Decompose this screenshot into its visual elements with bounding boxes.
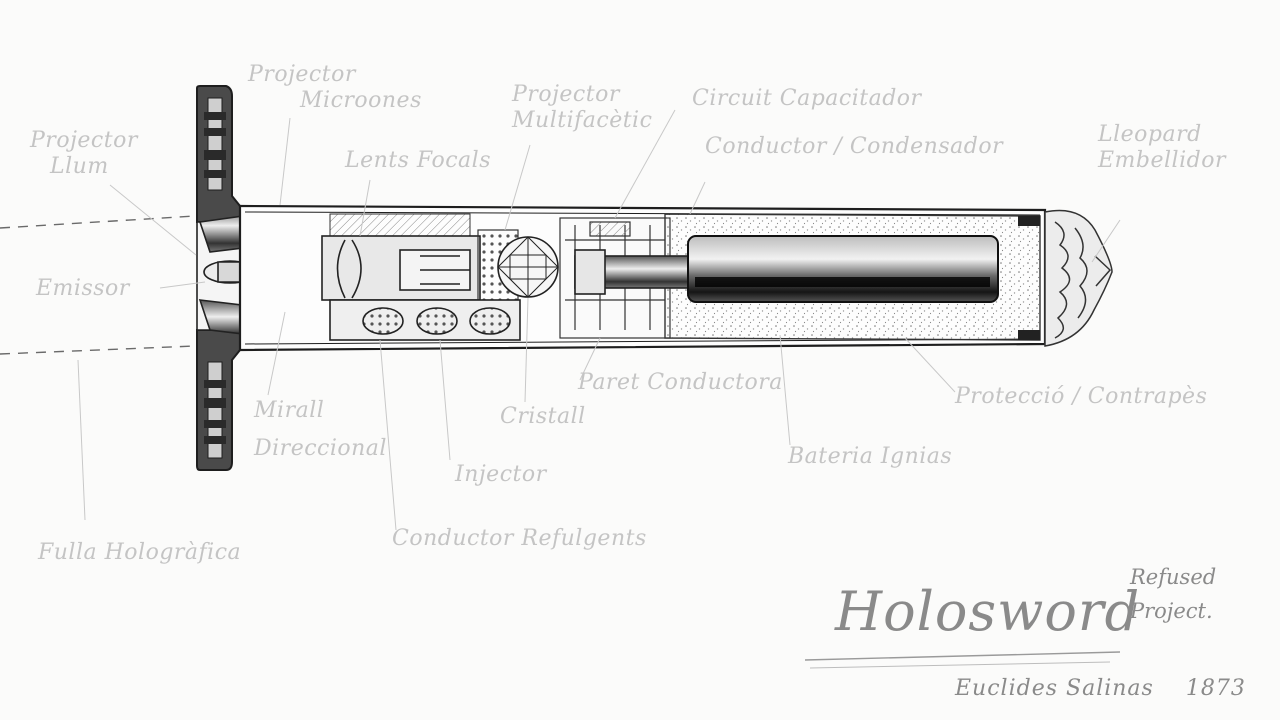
label-projector-microones: Projector Microones bbox=[248, 62, 422, 114]
label-line: Multifacètic bbox=[512, 108, 653, 133]
conductor-rings bbox=[329, 299, 521, 341]
lens-chamber bbox=[321, 235, 481, 301]
artist-signature: Euclides Salinas 1873 bbox=[955, 676, 1246, 701]
label-fulla-holografica: Fulla Hologràfica bbox=[38, 540, 242, 565]
blade-line-bottom bbox=[0, 345, 196, 355]
label-injector: Injector bbox=[455, 462, 547, 487]
label-emissor: Emissor bbox=[36, 276, 130, 301]
label-line: Embellidor bbox=[1098, 148, 1226, 173]
label-conductor-refulgents: Conductor Refulgents bbox=[392, 526, 647, 551]
label-projector-multifacetic: Projector Multifacètic bbox=[512, 82, 652, 134]
label-line: Projector bbox=[512, 82, 620, 107]
label-paret-conductora: Paret Conductora bbox=[578, 370, 783, 395]
crossguard bbox=[196, 85, 241, 471]
note-line: Refused bbox=[1130, 565, 1217, 589]
title-underline-2 bbox=[809, 661, 1111, 669]
note-line: Project. bbox=[1130, 599, 1213, 623]
battery-cylinder bbox=[687, 235, 999, 303]
crystal bbox=[497, 236, 559, 298]
label-conductor-condensador: Conductor / Condensador bbox=[705, 134, 1004, 159]
label-line: Projector bbox=[30, 128, 138, 153]
label-line: Mirall bbox=[254, 398, 325, 423]
sketch-title: Holosword bbox=[835, 580, 1141, 643]
label-proteccio-contrapes: Protecció / Contrapès bbox=[955, 384, 1208, 409]
label-line: Microones bbox=[300, 88, 422, 113]
label-lleopard-embellidor: Lleopard Embellidor bbox=[1098, 122, 1226, 174]
label-line: Llum bbox=[50, 154, 109, 179]
title-underline-1 bbox=[804, 651, 1121, 661]
blade-line-top bbox=[0, 215, 196, 229]
label-line: Lleopard bbox=[1098, 122, 1202, 147]
label-line: Projector bbox=[248, 62, 356, 87]
label-cristall: Cristall bbox=[500, 404, 586, 429]
label-circuit-capacitador: Circuit Capacitador bbox=[692, 86, 922, 111]
label-lents-focals: Lents Focals bbox=[345, 148, 491, 173]
label-bateria-ignias: Bateria Ignias bbox=[788, 444, 953, 469]
label-mirall-direccional: Mirall Direccional bbox=[254, 398, 387, 462]
leopard-pommel bbox=[1044, 209, 1113, 347]
signature-name: Euclides Salinas bbox=[955, 676, 1154, 701]
leader-lines bbox=[77, 109, 1121, 531]
conductor-band bbox=[329, 213, 471, 237]
label-line: Direccional bbox=[254, 436, 387, 461]
label-projector-llum: Projector Llum bbox=[30, 128, 138, 180]
signature-year: 1873 bbox=[1185, 676, 1246, 701]
refused-note: Refused Project. bbox=[1130, 560, 1216, 628]
